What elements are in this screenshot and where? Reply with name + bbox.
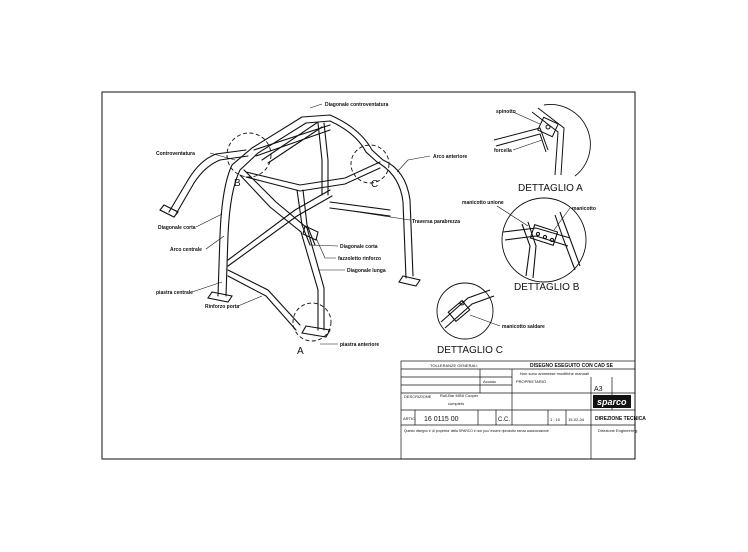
label-arco-anteriore: Arco anteriore	[433, 154, 467, 160]
label-diagonale-corta-left: Diagonale corta	[158, 225, 196, 231]
tb-dept-sub: Direzione Engineering	[598, 428, 637, 433]
title-block	[400, 360, 636, 460]
label-rinforzo-porta: Rinforzo porta	[205, 304, 239, 310]
detail-b-title: DETTAGLIO B	[514, 282, 580, 293]
tb-drafter: C.C.	[498, 417, 510, 423]
tb-material: Acciaio	[483, 379, 497, 384]
tb-description-2: completo	[448, 401, 465, 406]
roll-cage-drawing	[159, 114, 421, 338]
detail-c-title: DETTAGLIO C	[437, 345, 503, 356]
tb-note: Questo disegno e' di proprieta' della SP…	[404, 429, 549, 433]
circle-letter-b: B	[234, 178, 241, 189]
detail-circles	[226, 132, 390, 342]
tb-header-sub: Non sono ammesse modifiche manuali	[520, 371, 589, 376]
tb-code: 16 0115 00	[424, 416, 459, 423]
label-fazzoletto-rinforzo: fazzoletto rinforzo	[338, 256, 381, 262]
tb-proprietario: PROPRIETARIO	[516, 379, 546, 384]
circle-letter-c: C	[371, 179, 378, 190]
detail-c: manicotto saldare DETTAGLIO C	[436, 282, 545, 356]
label-diagonale-lunga: Diagonale lunga	[347, 268, 386, 274]
label-piastra-anteriore: piastra anteriore	[340, 342, 379, 348]
label-arco-centrale: Arco centrale	[170, 247, 202, 253]
tb-description: Roll-Bar MINI Cooper	[440, 393, 479, 398]
tb-tolerances: TOLLERANZE GENERALI	[430, 363, 478, 368]
label-manicotto-b: manicotto	[572, 206, 596, 212]
tb-header: DISEGNO ESEGUITO CON CAD SE	[530, 363, 614, 369]
leader-lines	[191, 103, 431, 345]
brand-logo: sparco	[597, 397, 627, 407]
brand-logo-box	[593, 395, 631, 408]
label-manicotto-saldare: manicotto saldare	[502, 324, 545, 330]
tb-code-label: ARTIC.	[403, 416, 416, 421]
label-forcella: forcella	[494, 148, 512, 154]
sheet-border	[101, 91, 636, 460]
detail-b: manicotto unione manicotto DETTAGLIO B	[462, 197, 596, 293]
tb-date: 15-02-04	[568, 417, 585, 422]
label-manicotto-unione: manicotto unione	[462, 200, 504, 206]
tb-scale: 1 : 10	[550, 417, 561, 422]
detail-a-title: DETTAGLIO A	[518, 183, 583, 194]
label-piastra-centrale: piastra centrale	[156, 290, 193, 296]
tb-description-label: DESCRIZIONE	[404, 394, 432, 399]
detail-a: spinotto forcella DETTAGLIO A	[493, 104, 591, 194]
tb-sheet-size: A3	[594, 386, 603, 393]
label-diagonale-controventatura: Diagonale controventatura	[325, 102, 389, 108]
tb-dept: DIREZIONE TECNICA	[595, 416, 646, 422]
label-diagonale-corta-mid: Diagonale corta	[340, 244, 378, 250]
label-spinotto: spinotto	[496, 109, 516, 115]
label-controventatura: Controventatura	[156, 151, 195, 157]
circle-letter-a: A	[297, 346, 304, 357]
label-traversa-parabrezza: Traversa parabrezza	[412, 219, 460, 225]
